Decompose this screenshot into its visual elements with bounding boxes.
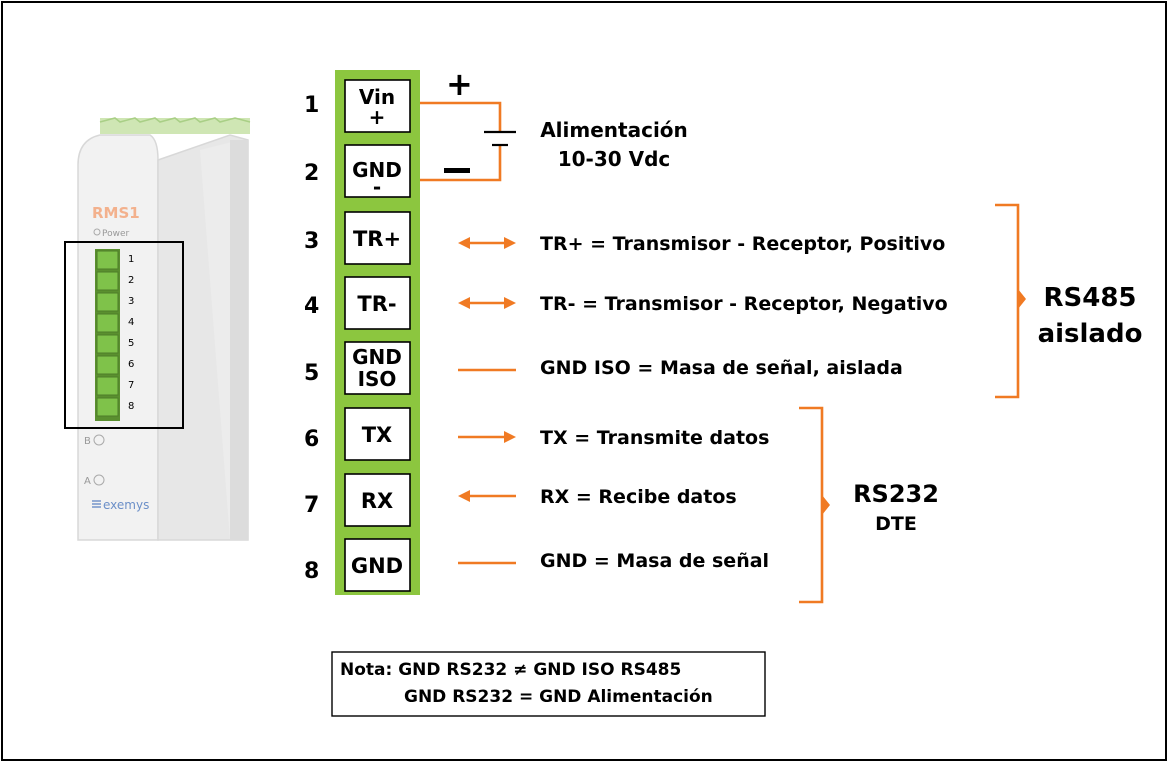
terminal-highlight-box (64, 241, 184, 429)
bracket-point-icon (1018, 289, 1026, 309)
terminal-numbers: 1 2 3 4 5 6 7 8 (304, 93, 319, 584)
arrow-left-icon (458, 490, 516, 502)
arrow-right-icon (458, 431, 516, 443)
rs485-sublabel: aislado (1038, 319, 1143, 349)
terminal-5: GND ISO (344, 341, 411, 395)
note-line-2: GND RS232 = GND Alimentación (404, 687, 713, 707)
note-box: Nota: GND RS232 ≠ GND ISO RS485 GND RS23… (331, 651, 766, 717)
bracket-point-icon (822, 495, 830, 515)
description-tr-plus: TR+ = Transmisor - Receptor, Positivo (540, 233, 945, 255)
terminal-5-sublabel: ISO (358, 367, 397, 391)
terminal-number-2: 2 (304, 161, 319, 186)
terminal-7-label: RX (361, 489, 393, 513)
terminal-6-label: TX (362, 423, 393, 447)
description-tr-minus: TR- = Transmisor - Receptor, Negativo (540, 293, 948, 315)
device-pin-7: 7 (128, 380, 134, 391)
power-led-icon (93, 228, 101, 236)
device-terminal-strip: 1 2 3 4 5 6 7 8 (95, 249, 134, 421)
power-title: Alimentación (540, 118, 688, 142)
device-pin-6: 6 (128, 359, 134, 370)
a-led-icon (93, 474, 105, 486)
terminal-2-sublabel: - (373, 175, 381, 199)
terminal-4: TR- (344, 276, 411, 330)
device-pin-3: 3 (128, 296, 134, 307)
device-pin-5: 5 (128, 338, 134, 349)
rs232-bracket (799, 406, 824, 604)
power-range: 10-30 Vdc (558, 147, 671, 171)
power-plus-wire (420, 101, 502, 132)
description-gnd-iso: GND ISO = Masa de señal, aislada (540, 357, 903, 379)
terminal-1-label: Vin (359, 85, 395, 109)
note-line-1: Nota: GND RS232 ≠ GND ISO RS485 (340, 660, 681, 680)
terminal-1-sublabel: + (369, 105, 386, 129)
note-border (331, 651, 766, 717)
rs232-group: RS232 DTE (799, 406, 939, 604)
rs485-bracket (995, 203, 1020, 399)
terminal-3: TR+ (344, 211, 411, 265)
terminal-number-1: 1 (304, 93, 319, 118)
power-label: Power (102, 229, 130, 239)
device-pin-2: 2 (128, 275, 134, 286)
terminal-number-6: 6 (304, 427, 319, 452)
terminal-4-label: TR- (357, 292, 396, 316)
terminal-number-7: 7 (304, 493, 319, 518)
terminal-7: RX (344, 473, 411, 527)
double-arrow-icon (458, 297, 516, 309)
terminal-5-label: GND (352, 345, 402, 369)
power-plus-sign: + (446, 65, 473, 103)
rs485-label: RS485 (1043, 283, 1136, 313)
terminal-6: TX (344, 407, 411, 461)
device-b-label: B (84, 436, 91, 447)
terminal-1: Vin + (344, 79, 411, 133)
power-supply-wiring: + Alimentación 10-30 Vdc (420, 65, 688, 182)
terminal-number-3: 3 (304, 229, 319, 254)
brand-logo-icon (92, 500, 101, 508)
rs485-group: RS485 aislado (995, 203, 1143, 399)
device-pin-4: 4 (128, 317, 134, 328)
terminal-8: GND (344, 538, 411, 592)
signal-descriptions: TR+ = Transmisor - Receptor, Positivo TR… (540, 233, 948, 572)
terminal-number-8: 8 (304, 559, 319, 584)
terminal-number-4: 4 (304, 294, 319, 319)
terminal-2-label: GND (352, 158, 402, 182)
description-gnd: GND = Masa de señal (540, 550, 769, 572)
device-pin-1: 1 (128, 254, 134, 265)
terminal-block: Vin + GND - TR+ TR- GND ISO TX RX (335, 70, 420, 595)
terminal-8-label: GND (351, 554, 403, 578)
rs232-label: RS232 (853, 480, 939, 508)
brand-name: exemys (103, 498, 149, 512)
terminal-2: GND - (344, 144, 411, 199)
signal-markers (458, 237, 516, 565)
double-arrow-icon (458, 237, 516, 249)
terminal-number-5: 5 (304, 361, 319, 386)
rs232-sublabel: DTE (875, 513, 917, 535)
terminal-3-label: TR+ (353, 227, 401, 251)
power-minus-sign (444, 168, 470, 173)
power-minus-wire (420, 145, 502, 182)
description-rx: RX = Recibe datos (540, 486, 737, 508)
device-illustration: RMS1 Power 1 2 3 4 5 6 7 (64, 117, 251, 541)
device-a-label: A (84, 476, 91, 487)
device-model-label: RMS1 (92, 204, 140, 222)
device-pin-8: 8 (128, 401, 134, 412)
device-top-connector (100, 118, 250, 134)
description-tx: TX = Transmite datos (540, 427, 769, 449)
b-led-icon (93, 434, 105, 446)
